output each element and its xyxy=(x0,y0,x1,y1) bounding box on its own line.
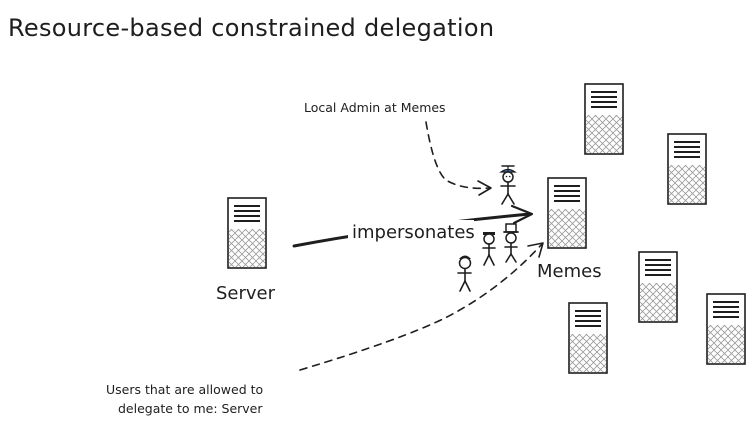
server-icon xyxy=(227,197,267,269)
user-icon xyxy=(482,232,496,266)
server-icon xyxy=(706,293,746,365)
diagram-title: Resource-based constrained delegation xyxy=(8,14,494,42)
memes-server-icon xyxy=(547,177,587,249)
allowed-delegate-label-line1: Users that are allowed to xyxy=(106,382,263,397)
server-icon xyxy=(568,302,608,374)
impersonates-label-bg xyxy=(348,220,474,244)
admin-user-icon xyxy=(499,165,517,205)
allowed-delegate-label-line2: delegate to me: Server xyxy=(118,401,263,416)
local-admin-label: Local Admin at Memes xyxy=(304,100,446,115)
memes-label: Memes xyxy=(537,261,602,282)
server-icon xyxy=(667,133,707,205)
allowed-delegate-arrow xyxy=(299,242,544,371)
user-icon xyxy=(503,223,519,263)
local-admin-arrow xyxy=(425,121,492,196)
server-icon xyxy=(584,83,624,155)
impersonates-label: impersonates xyxy=(352,222,475,243)
user-icon xyxy=(457,255,472,292)
server-label: Server xyxy=(216,283,276,304)
server-icon xyxy=(638,251,678,323)
